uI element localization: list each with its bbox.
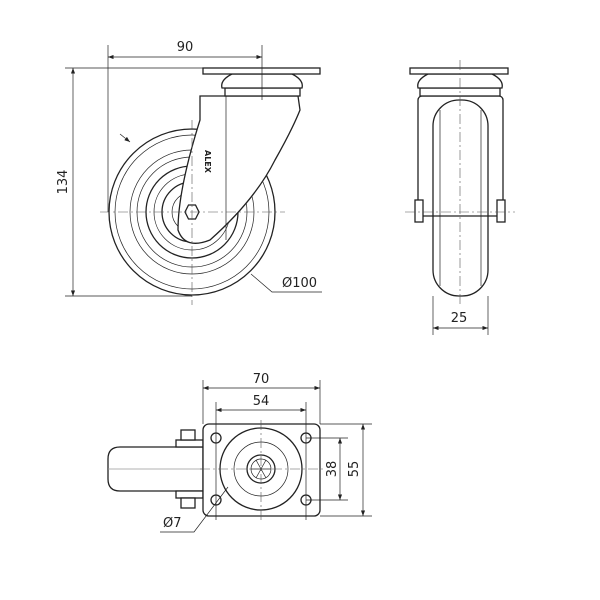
swivel-race — [224, 87, 301, 97]
dim-25-label: 25 — [451, 311, 468, 326]
dim-38-label: 38 — [325, 461, 340, 478]
nut-top — [180, 429, 196, 441]
hole-leader — [160, 486, 229, 533]
brand-marking: ALEX — [203, 150, 212, 174]
front-view: ALEX 90 134 Ø100 — [56, 40, 322, 305]
nut-bottom — [180, 497, 196, 509]
diameter-leader — [250, 273, 322, 293]
dim-90-label: 90 — [177, 40, 194, 55]
dim-54-label: 54 — [253, 394, 270, 409]
dim-diameter-100-label: Ø100 — [282, 276, 317, 291]
dim-134-label: 134 — [56, 170, 71, 195]
top-view: 70 54 38 55 Ø7 — [107, 372, 372, 533]
dim-55-label: 55 — [347, 461, 362, 478]
side-view: 25 — [405, 60, 515, 335]
top-plate — [202, 67, 321, 75]
dim-diameter-7-label: Ø7 — [163, 516, 182, 531]
dim-70-label: 70 — [253, 372, 270, 387]
fork — [177, 95, 301, 244]
side-top-plate — [409, 67, 509, 75]
side-wheel — [432, 99, 489, 297]
